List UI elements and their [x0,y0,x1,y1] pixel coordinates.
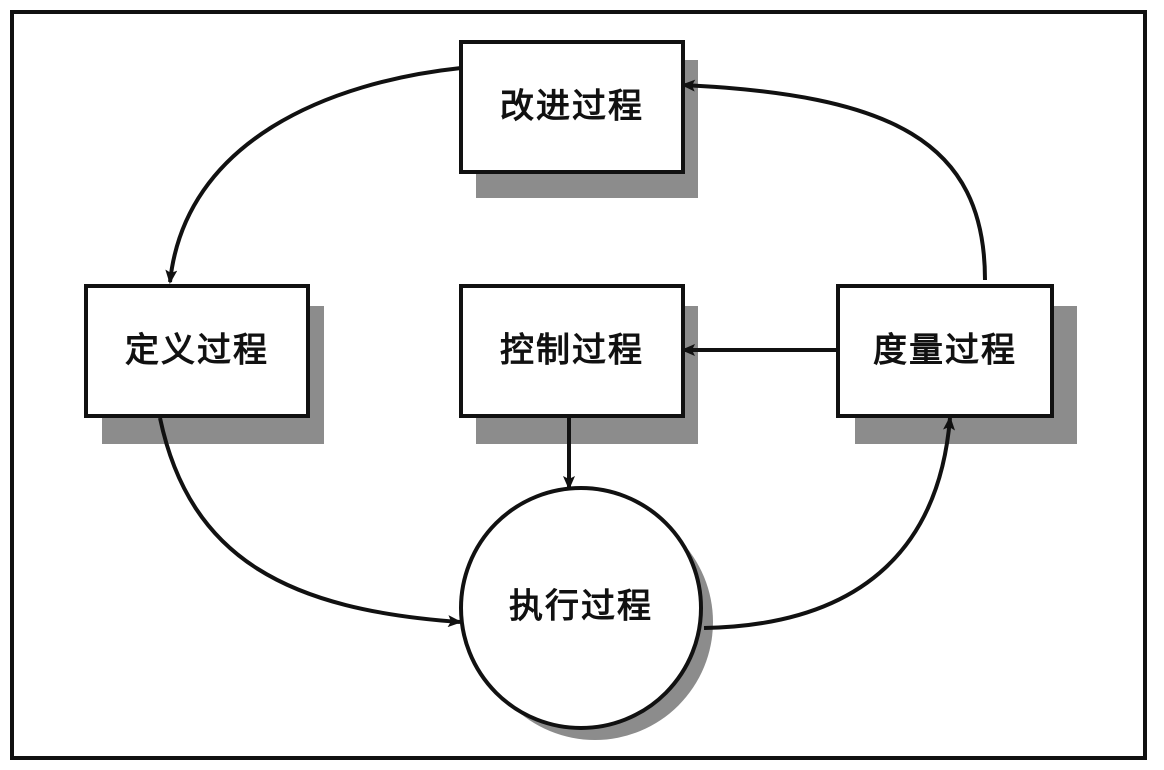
edge-improve-to-define [165,66,462,284]
improve-node: 改进过程 [459,40,685,174]
diagram-frame [10,10,1147,760]
control-node: 控制过程 [459,284,685,418]
measure-node-label: 度量过程 [873,331,1017,371]
edge-define-to-execute [158,417,462,628]
edge-measure-to-improve [681,79,987,281]
define-node-label: 定义过程 [125,331,269,371]
edge-execute-to-measure [703,416,955,630]
execute-node-label: 执行过程 [509,587,653,627]
edges [158,66,987,630]
execute-node: 执行过程 [459,486,703,730]
improve-node-label: 改进过程 [500,87,644,127]
control-node-label: 控制过程 [500,331,644,371]
measure-node: 度量过程 [836,284,1054,418]
define-node: 定义过程 [84,284,310,418]
